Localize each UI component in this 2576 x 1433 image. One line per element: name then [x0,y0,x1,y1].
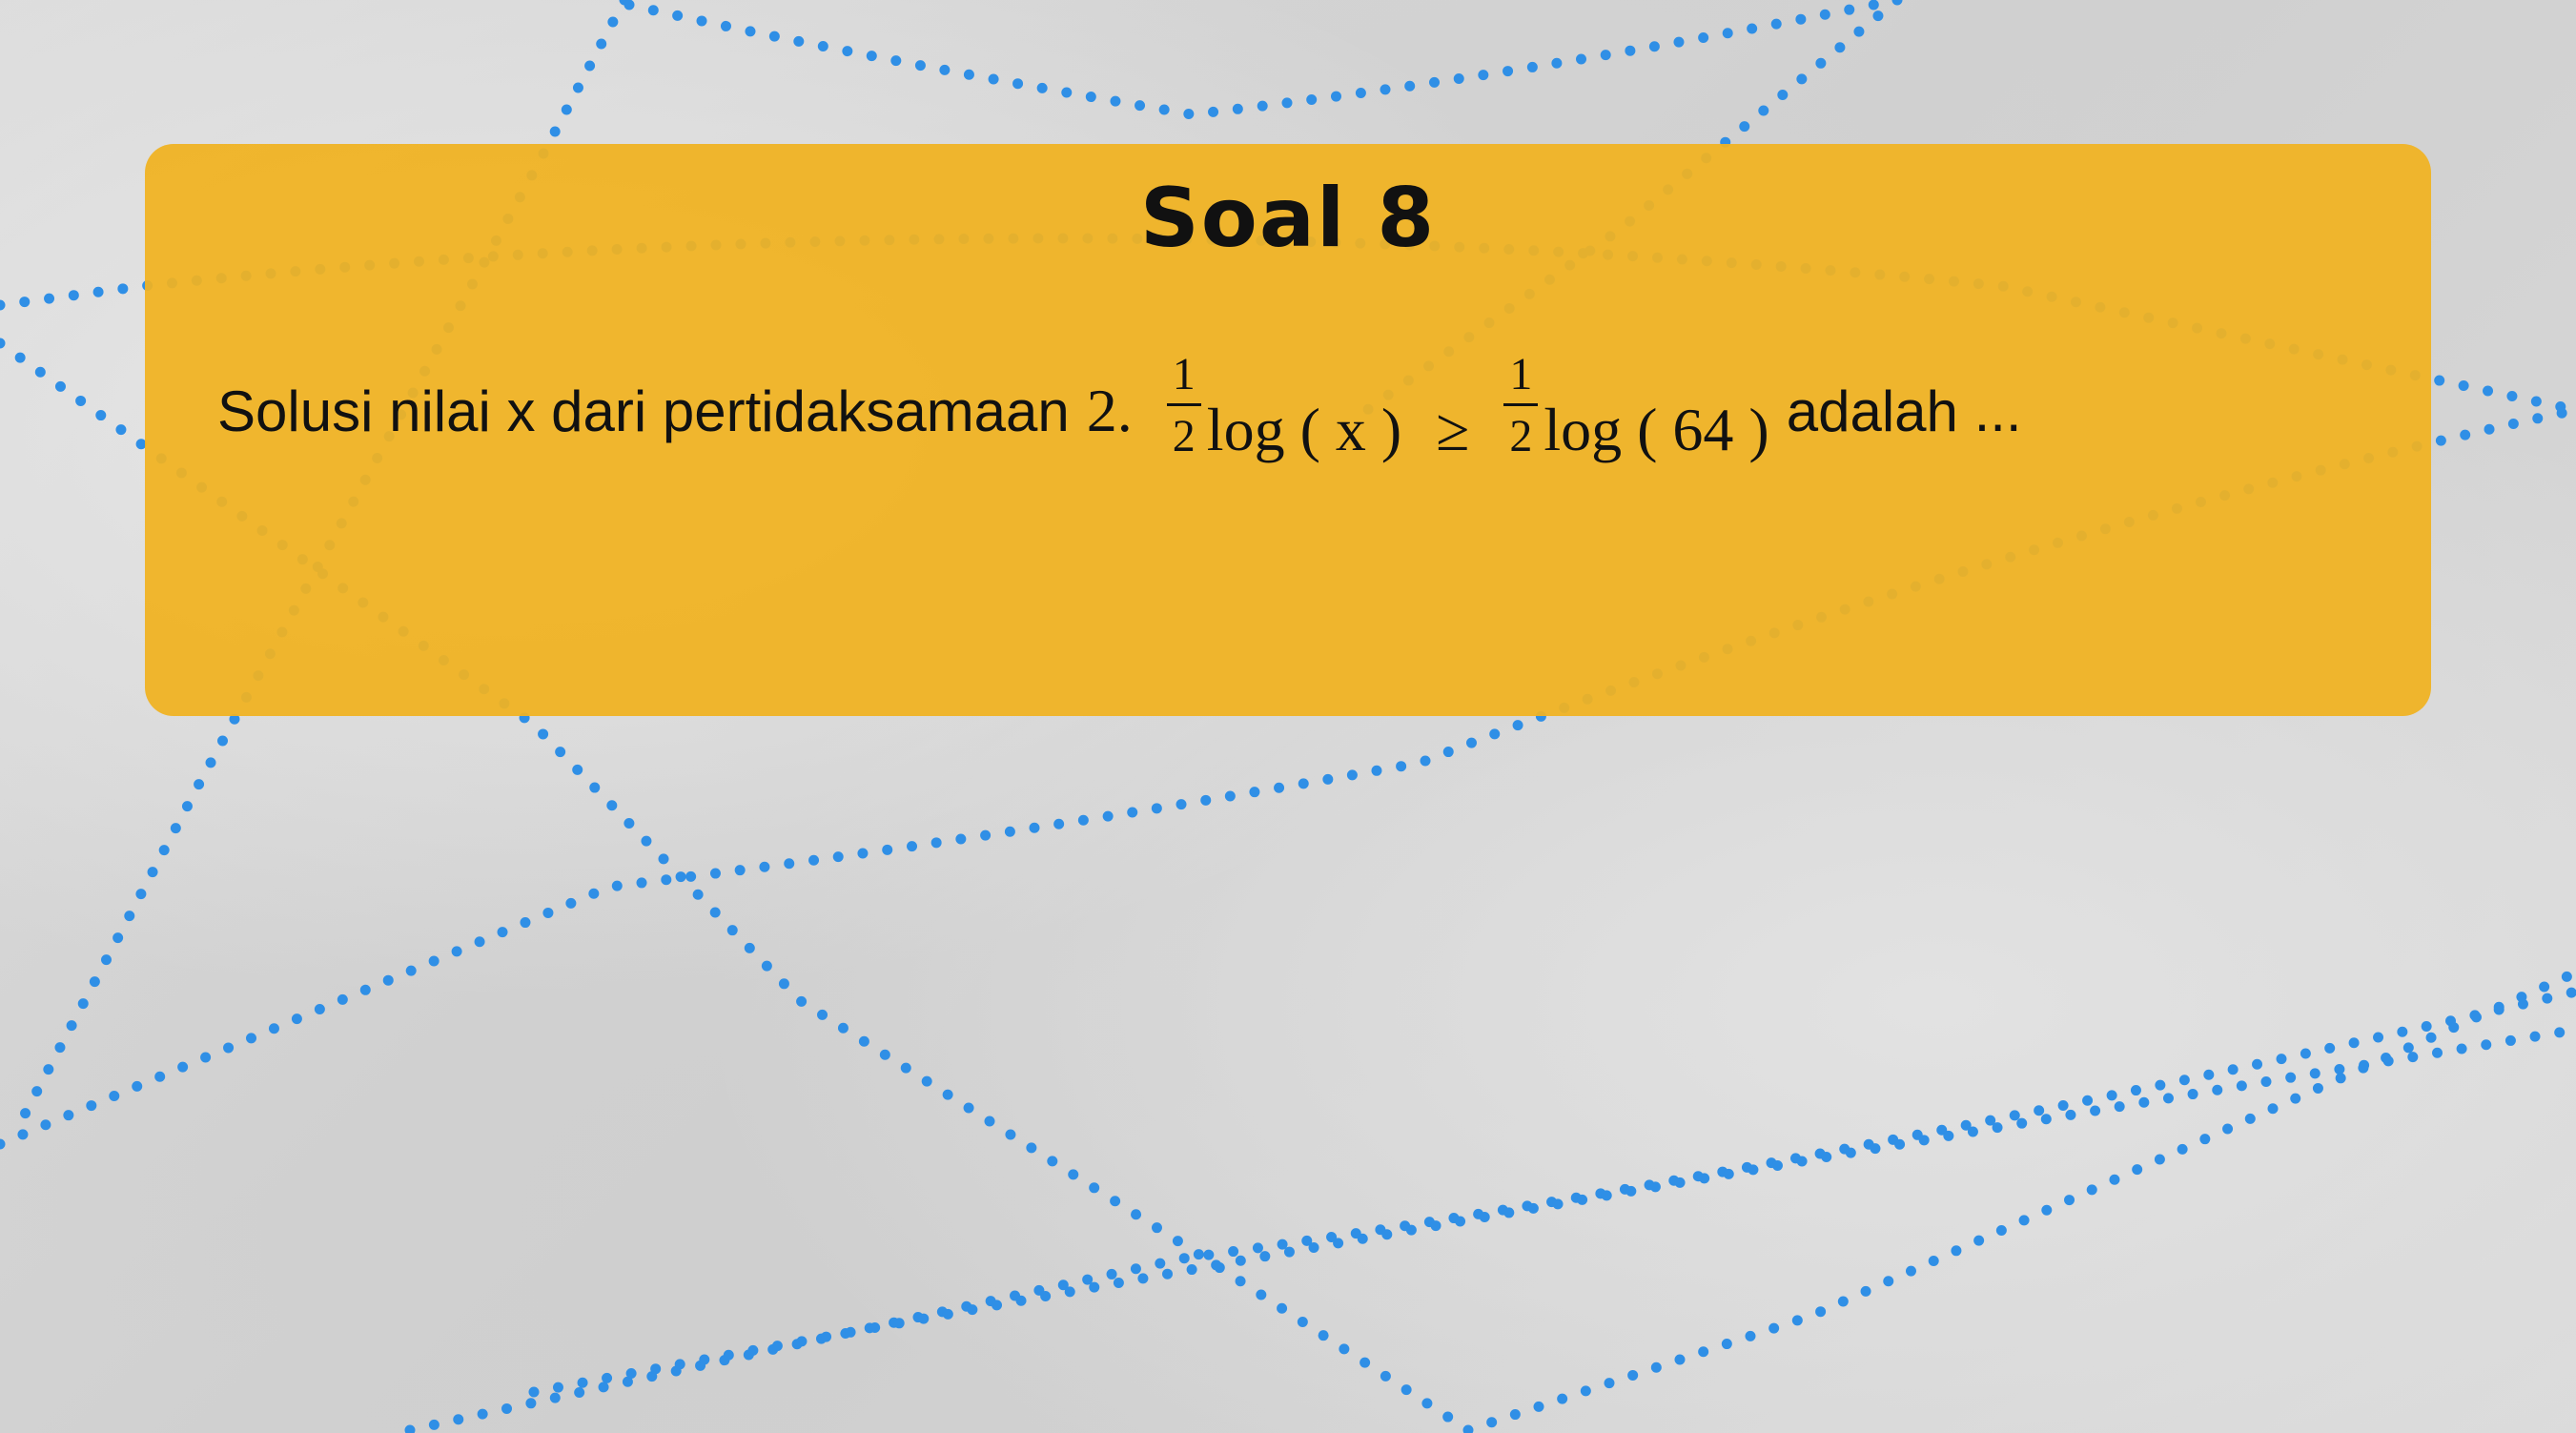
fraction-1-denominator: 2 [1172,410,1196,461]
question-suffix: adalah ... [1786,379,2022,443]
log-term-2: log ( 64 ) [1544,396,1769,463]
log-base-fraction-1: 1 2 [1166,351,1201,461]
question-card: Soal 8 Solusi nilai x dari pertidaksamaa… [145,144,2431,716]
fraction-2-denominator: 2 [1509,410,1533,461]
coefficient: 2. [1086,377,1133,444]
question-prefix: Solusi nilai x dari pertidaksamaan [217,379,1070,443]
greater-equal-sign: ≥ [1436,396,1470,463]
log-base-fraction-2: 1 2 [1503,351,1539,461]
log-term-1: log ( x ) [1206,396,1402,463]
slide-title: Soal 8 [1139,171,1437,266]
fraction-2-numerator: 1 [1503,351,1539,406]
inequality-expression: 2. 1 2 log ( x ) ≥ 1 2 log ( 64 ) [1086,351,1769,465]
fraction-1-numerator: 1 [1166,351,1201,406]
question-line: Solusi nilai x dari pertidaksamaan 2. 1 … [217,344,2410,478]
